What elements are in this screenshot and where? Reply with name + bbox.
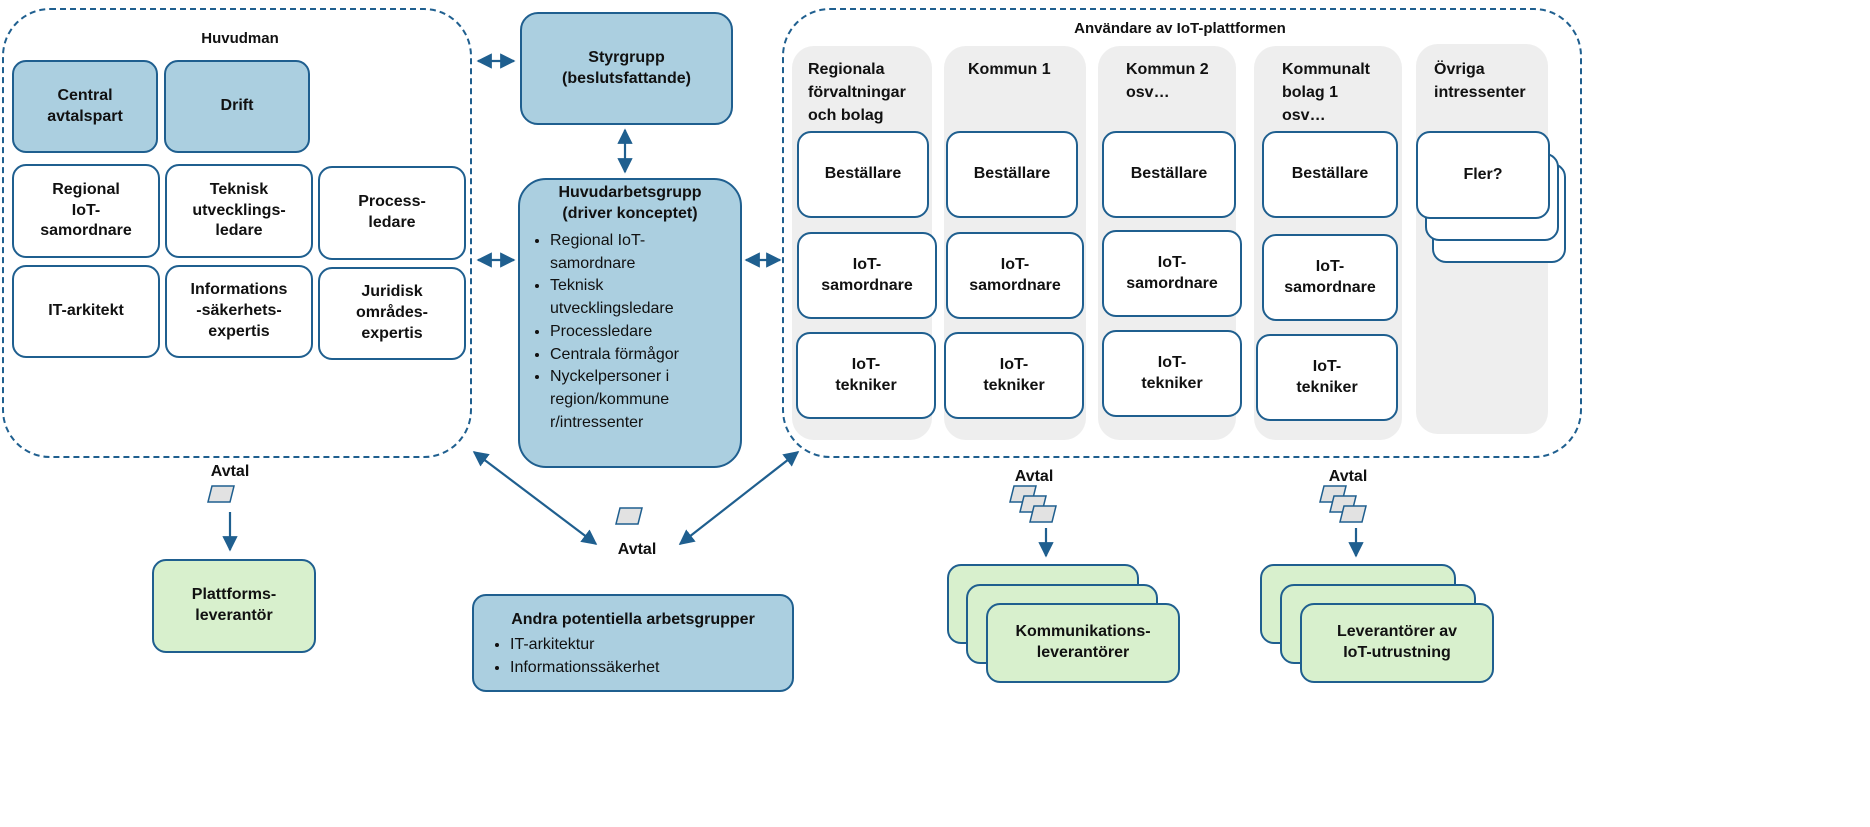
column-header-kommun-1: Kommun 1 bbox=[968, 61, 1051, 78]
teknisk-utvecklingsledare-box: Teknisk utvecklings- ledare bbox=[165, 164, 313, 258]
iot-samordnare-box: IoT- samordnare bbox=[1102, 230, 1242, 317]
fler-box: Fler? bbox=[1416, 131, 1550, 219]
bestallare-box: Beställare bbox=[797, 131, 929, 218]
informationssakerhet-box: Informations -säkerhets- expertis bbox=[165, 265, 313, 358]
connectors bbox=[207, 53, 1367, 558]
list-item: Centrala förmågor bbox=[550, 344, 728, 367]
huvudman-title: Huvudman bbox=[201, 30, 279, 47]
list-item: Regional IoT-samordnare bbox=[550, 230, 728, 275]
anvandare-region bbox=[782, 8, 1582, 458]
andra-arbetsgrupper-list: IT-arkitektur Informationssäkerhet bbox=[488, 634, 659, 679]
list-item: Processledare bbox=[550, 321, 728, 344]
iot-tekniker-box: IoT- tekniker bbox=[944, 332, 1084, 419]
plattformsleverantor-box: Plattforms- leverantör bbox=[152, 559, 316, 653]
huvudarbetsgrupp-list: Regional IoT-samordnare Teknisk utveckli… bbox=[528, 230, 728, 434]
bestallare-box: Beställare bbox=[1102, 131, 1236, 218]
column-header-ovriga: Övriga intressenter bbox=[1434, 61, 1526, 102]
document-icon bbox=[615, 507, 643, 525]
list-item: Informationssäkerhet bbox=[510, 657, 659, 680]
styrgrupp-box: Styrgrupp (beslutsfattande) bbox=[520, 12, 733, 125]
list-item: Nyckelpersoner i region/kommune r/intres… bbox=[550, 366, 728, 434]
central-avtalspart-box: Central avtalspart bbox=[12, 60, 158, 153]
column-header-regionala: Regionala förvaltningar och bolag bbox=[808, 61, 906, 125]
column-header-kommun-2: Kommun 2 osv… bbox=[1126, 61, 1209, 102]
andra-arbetsgrupper-box bbox=[472, 594, 794, 692]
arrow-anvandare-avtal bbox=[678, 451, 800, 545]
iot-samordnare-box: IoT- samordnare bbox=[797, 232, 937, 319]
avtal-label-kommunikation: Avtal bbox=[1014, 468, 1054, 485]
iot-tekniker-box: IoT- tekniker bbox=[1256, 334, 1398, 421]
document-icon bbox=[1029, 505, 1057, 523]
arrow-huvudman-avtal bbox=[472, 451, 598, 545]
regional-iot-samordnare-box: Regional IoT- samordnare bbox=[12, 164, 160, 258]
processledare-box: Process- ledare bbox=[318, 166, 466, 260]
leverantorer-iot-utrustning-box: Leverantörer av IoT-utrustning bbox=[1300, 603, 1494, 683]
bestallare-box: Beställare bbox=[946, 131, 1078, 218]
huvudarbetsgrupp-title: Huvudarbetsgrupp (driver konceptet) bbox=[558, 184, 702, 222]
kommunikationsleverantorer-box: Kommunikations- leverantörer bbox=[986, 603, 1180, 683]
it-arkitekt-box: IT-arkitekt bbox=[12, 265, 160, 358]
avtal-label-center: Avtal bbox=[617, 541, 657, 558]
bestallare-box: Beställare bbox=[1262, 131, 1398, 218]
iot-samordnare-box: IoT- samordnare bbox=[946, 232, 1084, 319]
iot-tekniker-box: IoT- tekniker bbox=[1102, 330, 1242, 417]
avtal-label-plattform: Avtal bbox=[210, 463, 250, 480]
column-header-kommunalt-bolag: Kommunalt bolag 1 osv… bbox=[1282, 61, 1370, 125]
drift-box: Drift bbox=[164, 60, 310, 153]
iot-tekniker-box: IoT- tekniker bbox=[796, 332, 936, 419]
andra-arbetsgrupper-title: Andra potentiella arbetsgrupper bbox=[511, 611, 755, 628]
list-item: IT-arkitektur bbox=[510, 634, 659, 657]
huvudman-region bbox=[2, 8, 472, 458]
document-icon bbox=[1339, 505, 1367, 523]
list-item: Teknisk utvecklingsledare bbox=[550, 275, 728, 320]
document-icon bbox=[207, 485, 235, 503]
anvandare-title: Användare av IoT-plattformen bbox=[1074, 20, 1286, 37]
juridisk-box: Juridisk områdes- expertis bbox=[318, 267, 466, 360]
iot-samordnare-box: IoT- samordnare bbox=[1262, 234, 1398, 321]
huvudarbetsgrupp-box bbox=[518, 178, 742, 468]
avtal-label-iotutrustning: Avtal bbox=[1328, 468, 1368, 485]
